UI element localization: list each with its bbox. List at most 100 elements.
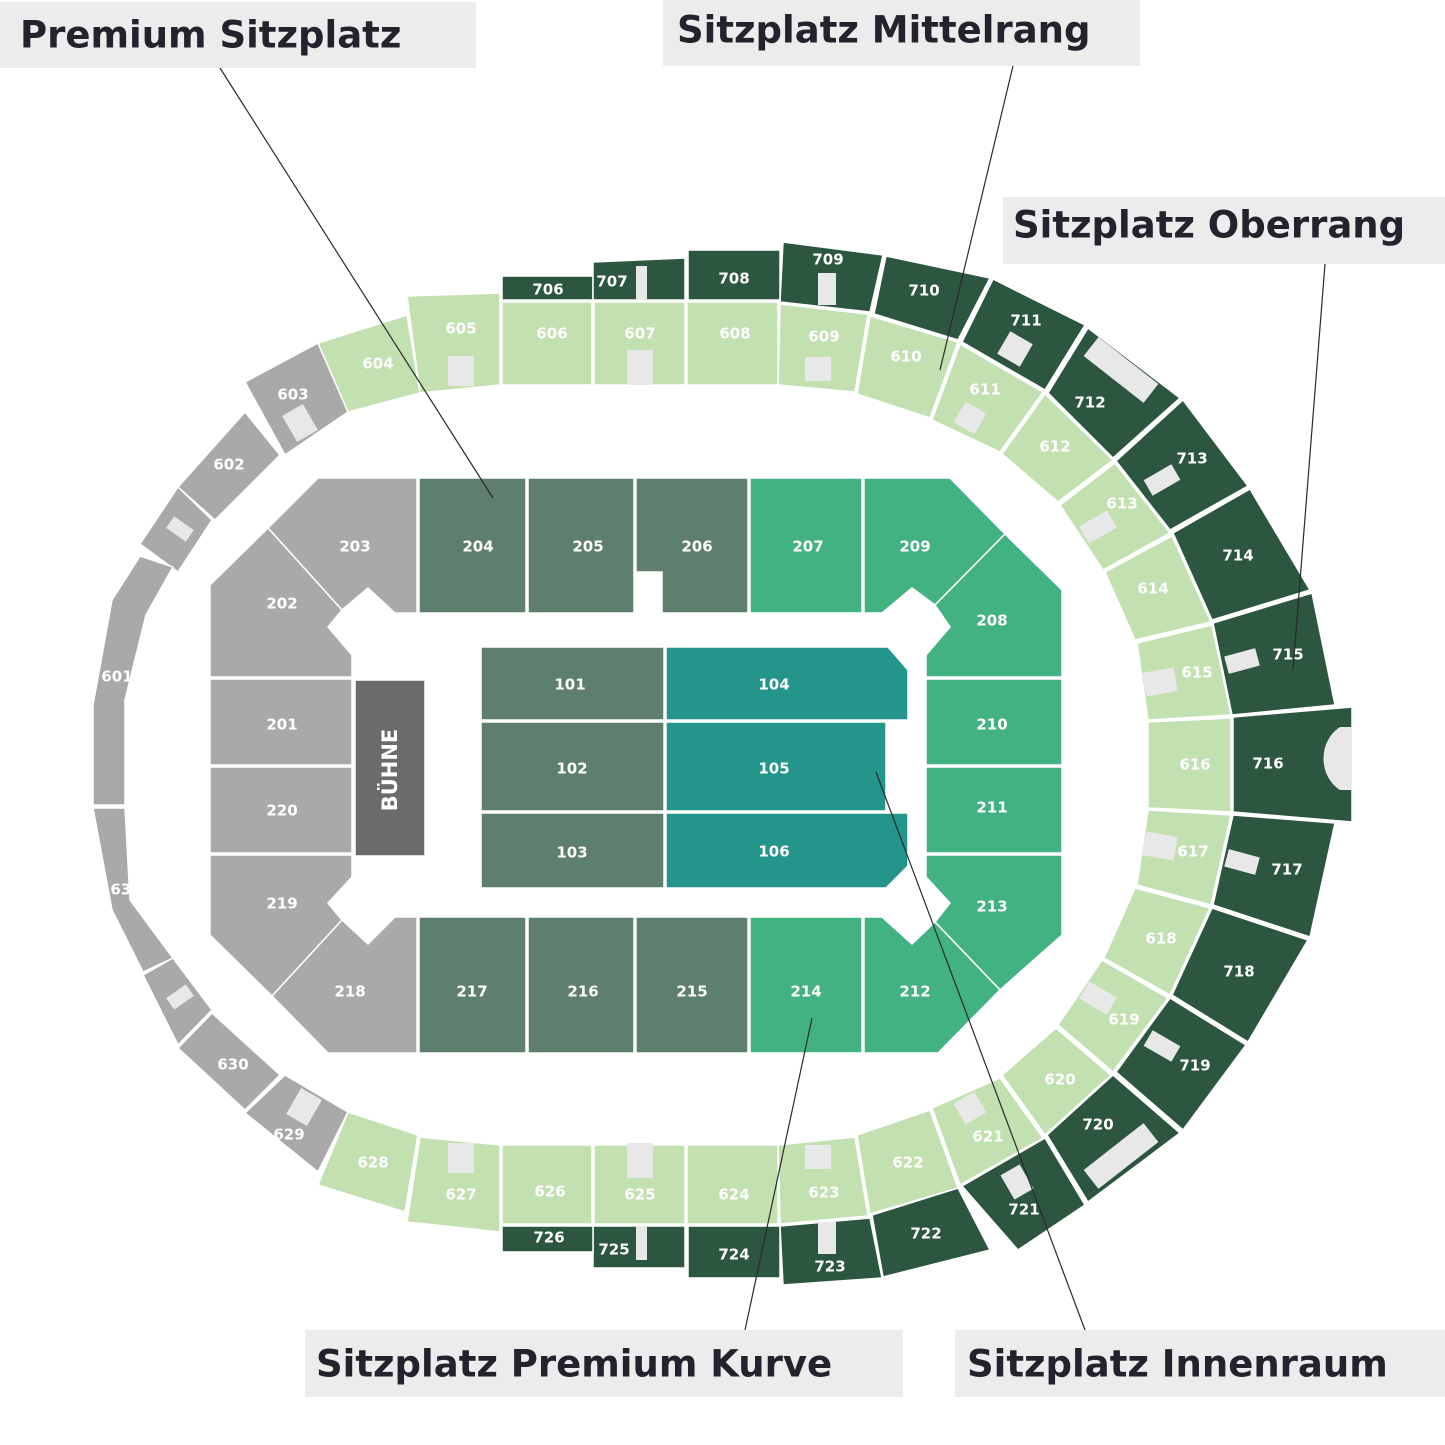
section-620[interactable] xyxy=(1000,1027,1113,1137)
section-215[interactable] xyxy=(635,916,749,1054)
section-209[interactable] xyxy=(863,477,1007,614)
section-label-712: 712 xyxy=(1074,394,1105,412)
section-724[interactable] xyxy=(687,1225,781,1279)
section-label-208: 208 xyxy=(976,612,1007,630)
section-613[interactable] xyxy=(1058,461,1172,571)
plinth-629 xyxy=(286,1088,322,1126)
section-label-626: 626 xyxy=(534,1183,565,1201)
section-630[interactable] xyxy=(176,1011,282,1112)
section-label-203: 203 xyxy=(339,538,370,556)
section-210[interactable] xyxy=(925,678,1063,766)
ring-oberrang xyxy=(501,241,1353,1286)
section-label-713: 713 xyxy=(1176,450,1207,468)
section-622[interactable] xyxy=(856,1109,959,1215)
section-219[interactable] xyxy=(209,854,353,998)
section-605[interactable] xyxy=(406,292,501,394)
plinth-625 xyxy=(627,1143,653,1178)
stage-block xyxy=(354,679,426,857)
section-616[interactable] xyxy=(1147,717,1232,813)
section-104[interactable] xyxy=(665,646,909,721)
section-label-104: 104 xyxy=(758,676,789,694)
section-204[interactable] xyxy=(418,477,527,614)
section-716[interactable] xyxy=(1232,706,1353,823)
plinth-723 xyxy=(818,1222,836,1254)
section-609[interactable] xyxy=(777,303,869,393)
section-105[interactable] xyxy=(665,721,887,812)
section-726[interactable] xyxy=(501,1225,594,1253)
section-612[interactable] xyxy=(1000,392,1115,503)
section-719[interactable] xyxy=(1114,996,1248,1132)
section-718[interactable] xyxy=(1171,907,1310,1044)
section-214[interactable] xyxy=(749,916,863,1054)
section-610[interactable] xyxy=(856,315,959,419)
section-712[interactable] xyxy=(1047,326,1182,460)
section-628[interactable] xyxy=(316,1111,419,1213)
plinth-602 xyxy=(166,516,194,542)
section-label-608: 608 xyxy=(719,325,750,343)
section-216[interactable] xyxy=(527,916,635,1054)
section-label-715: 715 xyxy=(1272,646,1303,664)
section-label-105: 105 xyxy=(758,760,789,778)
plinth-603 xyxy=(282,404,318,442)
section-618[interactable] xyxy=(1103,887,1212,997)
section-627[interactable] xyxy=(406,1136,501,1233)
section-label-708: 708 xyxy=(718,270,749,288)
section-624[interactable] xyxy=(686,1144,779,1225)
section-711[interactable] xyxy=(961,277,1087,392)
section-714[interactable] xyxy=(1172,487,1312,621)
callout-mittelrang-box xyxy=(663,0,1140,66)
section-label-601: 601 xyxy=(101,668,132,686)
section-615[interactable] xyxy=(1136,624,1232,721)
section-713[interactable] xyxy=(1114,398,1250,531)
section-220[interactable] xyxy=(209,766,353,854)
section-106[interactable] xyxy=(665,812,909,889)
section-label-602: 602 xyxy=(213,456,244,474)
callout-premium-sitzplatz: Premium Sitzplatz xyxy=(20,14,401,57)
section-label-624: 624 xyxy=(718,1186,749,1204)
section-218[interactable] xyxy=(270,916,418,1054)
section-626[interactable] xyxy=(501,1144,593,1225)
section-206[interactable] xyxy=(635,477,749,614)
section-label-218: 218 xyxy=(334,983,365,1001)
section-label-605: 605 xyxy=(445,320,476,338)
section-601[interactable] xyxy=(92,555,175,806)
section-623[interactable] xyxy=(777,1136,869,1225)
section-102[interactable] xyxy=(480,721,665,812)
section-label-202: 202 xyxy=(266,595,297,613)
section-217[interactable] xyxy=(418,916,527,1054)
ring-grey-600 xyxy=(92,341,349,1174)
section-625[interactable] xyxy=(593,1144,686,1225)
section-212[interactable] xyxy=(863,916,1002,1054)
section-207[interactable] xyxy=(749,477,863,614)
section-607[interactable] xyxy=(593,301,686,386)
section-label-718: 718 xyxy=(1223,963,1254,981)
section-label-622: 622 xyxy=(892,1154,923,1172)
section-label-623: 623 xyxy=(808,1184,839,1202)
section-602[interactable] xyxy=(176,410,282,522)
section-201[interactable] xyxy=(209,678,353,766)
ring-200 xyxy=(209,477,1063,1054)
section-202[interactable] xyxy=(209,526,353,678)
plinth-716 xyxy=(1323,727,1352,790)
section-606[interactable] xyxy=(501,301,593,386)
section-608[interactable] xyxy=(686,301,779,386)
section-617[interactable] xyxy=(1136,809,1232,906)
section-717[interactable] xyxy=(1212,814,1336,938)
section-205[interactable] xyxy=(527,477,635,614)
section-103[interactable] xyxy=(480,812,665,889)
section-722[interactable] xyxy=(871,1187,992,1278)
section-label-213: 213 xyxy=(976,898,1007,916)
floor-100 xyxy=(480,646,909,889)
section-label-617: 617 xyxy=(1177,843,1208,861)
section-label-215: 215 xyxy=(676,983,707,1001)
section-101[interactable] xyxy=(480,646,665,721)
section-715[interactable] xyxy=(1212,592,1336,716)
section-720[interactable] xyxy=(1046,1073,1182,1204)
section-208[interactable] xyxy=(925,532,1063,678)
section-label-710: 710 xyxy=(908,282,939,300)
section-label-620: 620 xyxy=(1044,1071,1075,1089)
section-710[interactable] xyxy=(873,255,992,341)
section-label-103: 103 xyxy=(556,844,587,862)
section-614[interactable] xyxy=(1104,534,1213,641)
section-211[interactable] xyxy=(925,766,1063,854)
